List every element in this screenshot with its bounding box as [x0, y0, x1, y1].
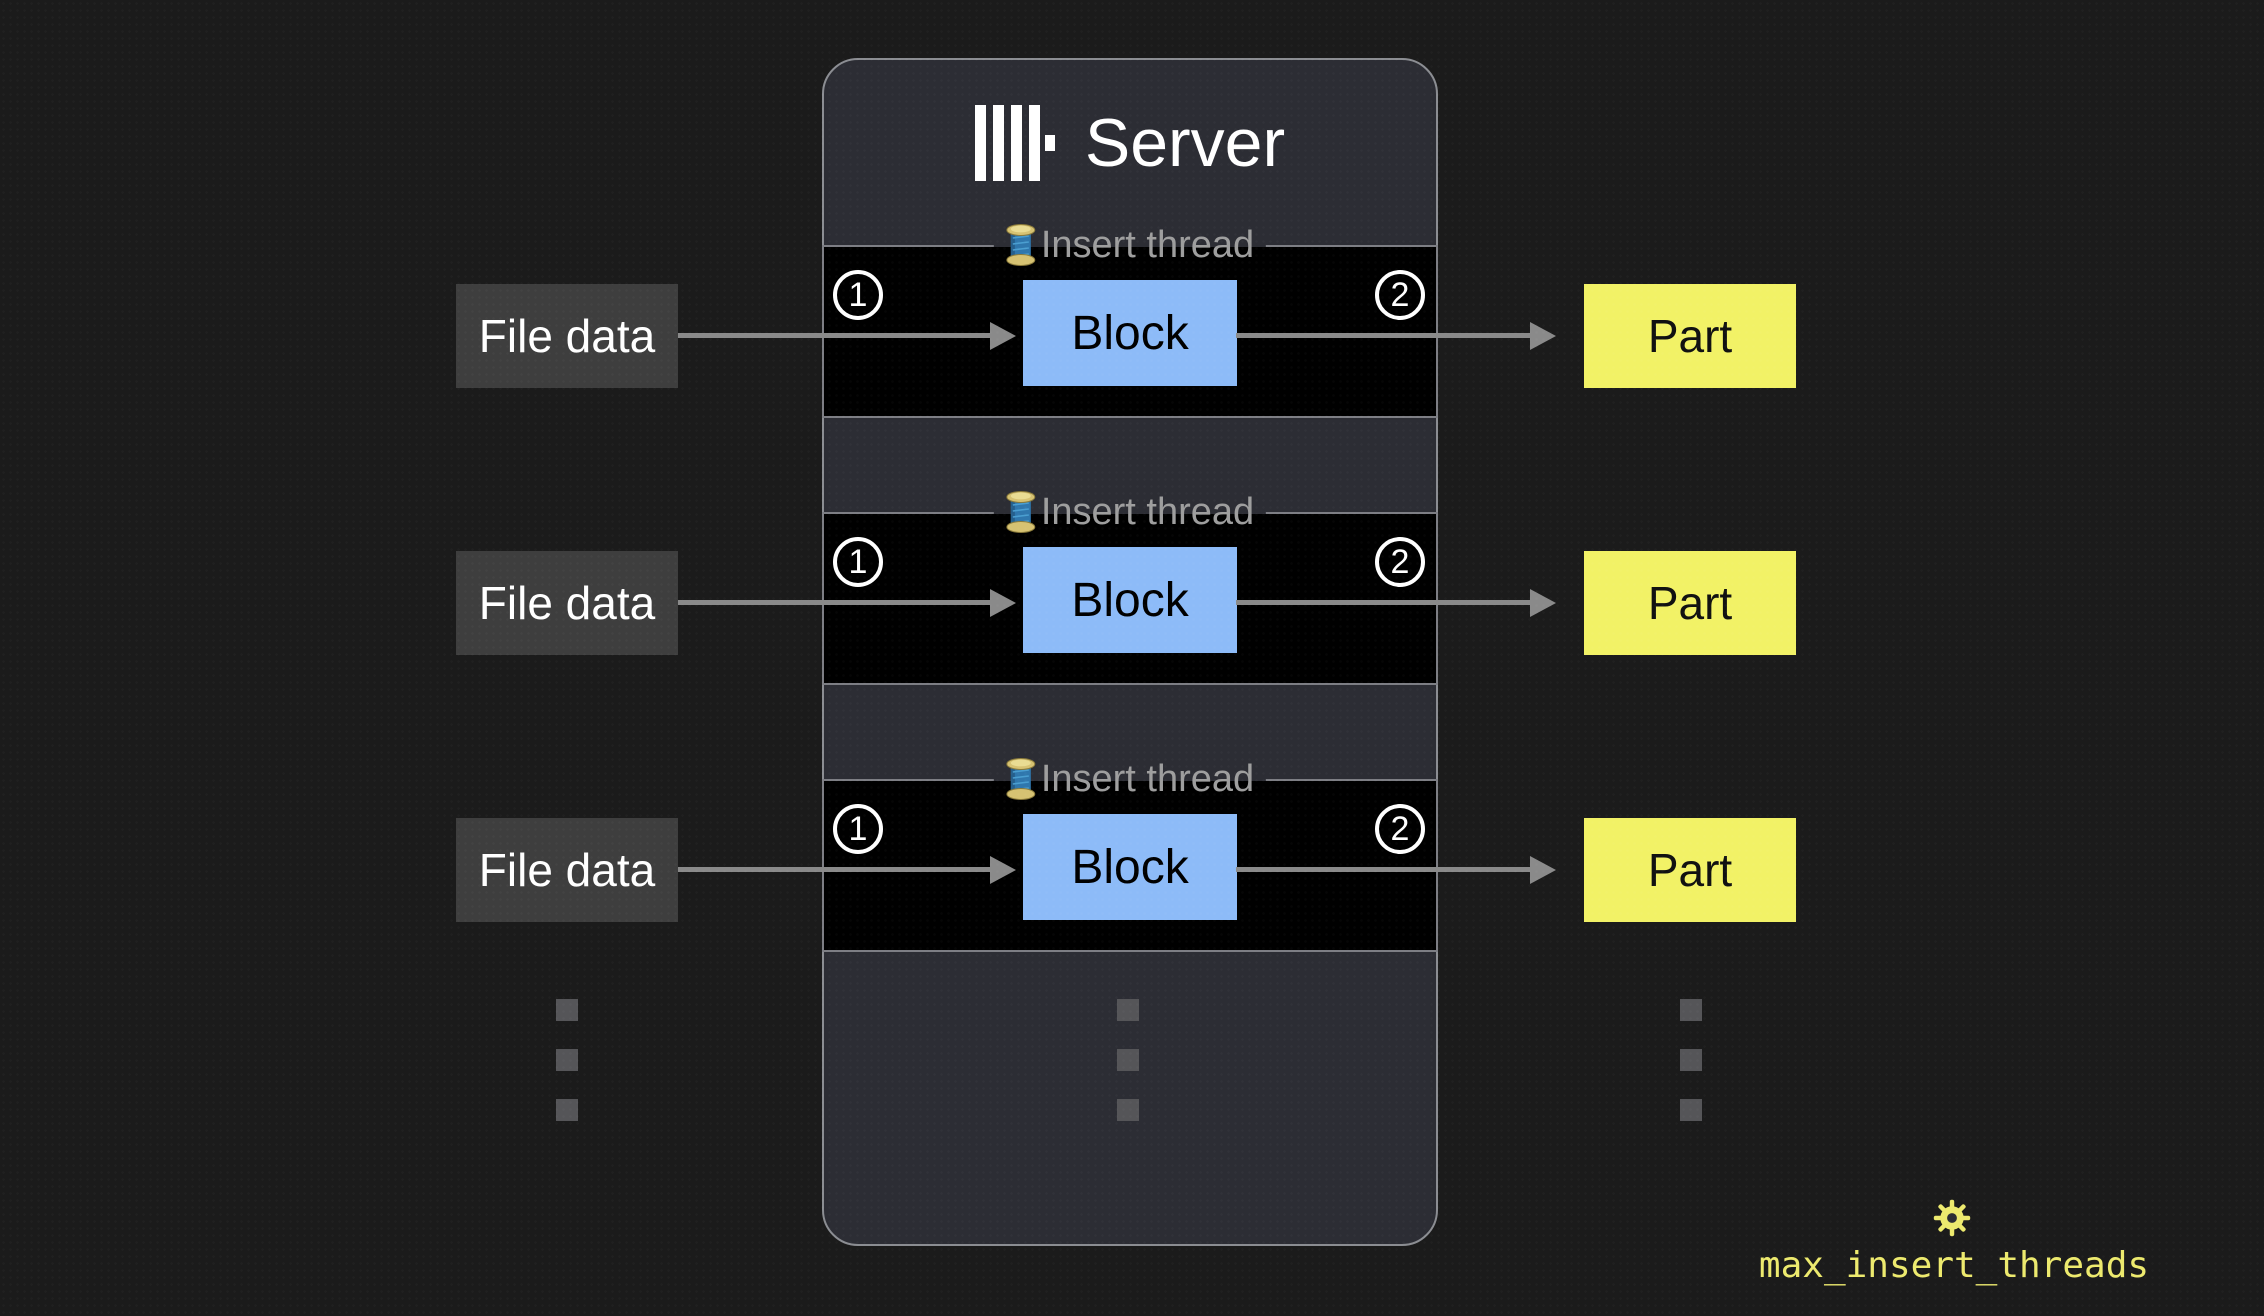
- step-2-number: 2: [1390, 275, 1410, 314]
- step-2-badge: 2: [1375, 537, 1425, 587]
- ellipsis-dot: [1680, 999, 1702, 1021]
- max-insert-threads-label: max_insert_threads: [1758, 1245, 2150, 1286]
- insert-thread-box-2: Insert thread 1 Block 2: [822, 488, 1438, 685]
- arrowhead-input-1: [990, 322, 1016, 350]
- arrow-output-2: [1236, 600, 1530, 605]
- arrowhead-input-3: [990, 856, 1016, 884]
- step-1-badge: 1: [833, 537, 883, 587]
- gear-icon: [1933, 1199, 1971, 1237]
- block-box: Block: [1023, 814, 1237, 920]
- block-label: Block: [1071, 306, 1189, 360]
- arrowhead-output-2: [1530, 589, 1556, 617]
- step-1-number: 1: [848, 542, 868, 581]
- part-box-1: Part: [1584, 284, 1796, 388]
- arrow-input-1: [678, 333, 990, 338]
- vertical-ellipsis-inputs: [556, 999, 578, 1149]
- part-label: Part: [1647, 310, 1733, 362]
- step-1-number: 1: [848, 275, 868, 314]
- file-data-label: File data: [478, 844, 656, 896]
- insert-thread-label: Insert thread: [1040, 490, 1255, 533]
- step-2-number: 2: [1390, 809, 1410, 848]
- arrow-output-1: [1236, 333, 1530, 338]
- part-box-2: Part: [1584, 551, 1796, 655]
- insert-thread-box-1: Insert thread 1 Block 2: [822, 221, 1438, 418]
- file-data-box-2: File data: [456, 551, 678, 655]
- thread-spool-icon: [1006, 224, 1036, 266]
- step-1-badge: 1: [833, 270, 883, 320]
- part-label: Part: [1647, 844, 1733, 896]
- vertical-ellipsis-outputs: [1680, 999, 1702, 1149]
- file-data-label: File data: [478, 577, 656, 629]
- ellipsis-dot: [1680, 1049, 1702, 1071]
- server-header: Server: [824, 105, 1436, 181]
- part-label: Part: [1647, 577, 1733, 629]
- file-data-box-3: File data: [456, 818, 678, 922]
- step-1-number: 1: [848, 809, 868, 848]
- step-1-badge: 1: [833, 804, 883, 854]
- ellipsis-dot: [1680, 1099, 1702, 1121]
- ellipsis-dot: [556, 1099, 578, 1121]
- ellipsis-dot: [1117, 1049, 1139, 1071]
- arrowhead-output-3: [1530, 856, 1556, 884]
- arrowhead-input-2: [990, 589, 1016, 617]
- insert-thread-box-3: Insert thread 1 Block 2: [822, 755, 1438, 952]
- file-data-box-1: File data: [456, 284, 678, 388]
- server-container: Server Insert thread 1 Block 2: [822, 58, 2149, 1286]
- insert-thread-label: Insert thread: [1040, 223, 1255, 266]
- arrowhead-output-1: [1530, 322, 1556, 350]
- arrow-input-3: [678, 867, 990, 872]
- step-2-badge: 2: [1375, 270, 1425, 320]
- arrow-output-3: [1236, 867, 1530, 872]
- server-title: Server: [1084, 105, 1286, 181]
- vertical-ellipsis-threads: [1117, 999, 1139, 1149]
- thread-spool-icon: [1006, 491, 1036, 533]
- ellipsis-dot: [556, 999, 578, 1021]
- block-label: Block: [1071, 573, 1189, 627]
- step-2-number: 2: [1390, 542, 1410, 581]
- step-2-badge: 2: [1375, 804, 1425, 854]
- part-box-3: Part: [1584, 818, 1796, 922]
- arrow-input-2: [678, 600, 990, 605]
- clickhouse-logo-icon: [974, 105, 1055, 181]
- thread-spool-icon: [1006, 758, 1036, 800]
- ellipsis-dot: [1117, 999, 1139, 1021]
- ellipsis-dot: [1117, 1099, 1139, 1121]
- block-box: Block: [1023, 547, 1237, 653]
- insert-thread-label: Insert thread: [1040, 757, 1255, 800]
- file-data-label: File data: [478, 310, 656, 362]
- block-label: Block: [1071, 840, 1189, 894]
- ellipsis-dot: [556, 1049, 578, 1071]
- insert-thread-legend-3: Insert thread: [993, 755, 1267, 803]
- insert-thread-legend-1: Insert thread: [993, 221, 1267, 269]
- block-box: Block: [1023, 280, 1237, 386]
- insert-thread-legend-2: Insert thread: [993, 488, 1267, 536]
